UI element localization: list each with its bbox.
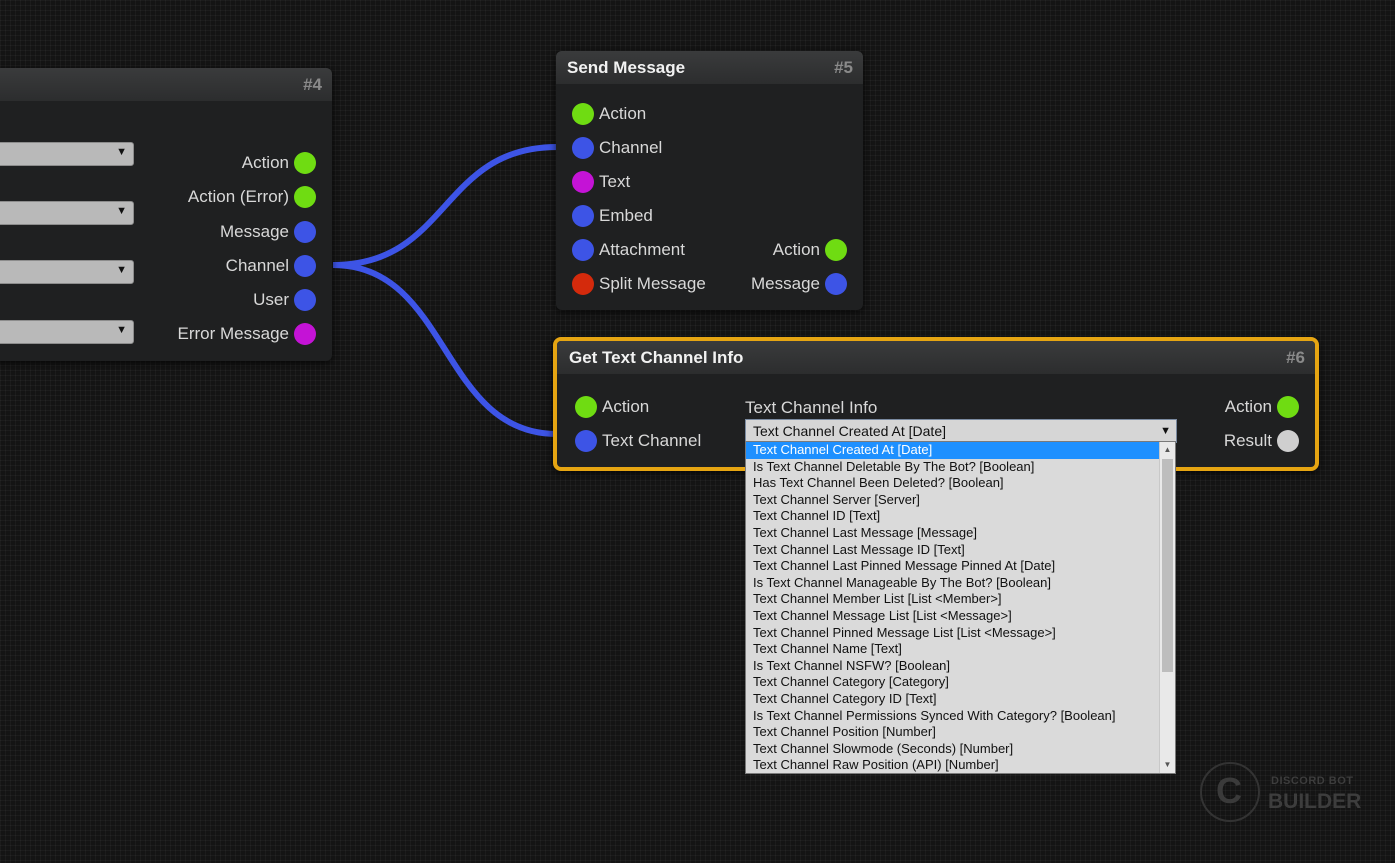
- node-4-output-user[interactable]: User: [146, 288, 316, 312]
- logo-circle: [1200, 762, 1260, 822]
- port-dot[interactable]: [825, 239, 847, 261]
- dropdown-option[interactable]: Text Channel Message List [List <Message…: [753, 607, 1012, 623]
- dropdown-option[interactable]: Text Channel ID [Text]: [753, 508, 881, 524]
- text-channel-info-dropdown[interactable]: Text Channel Created At [Date] Is Text C…: [745, 441, 1176, 774]
- node-5-number: #5: [834, 58, 853, 77]
- node-4-output-error-message[interactable]: Error Message: [146, 322, 316, 346]
- port-dot[interactable]: [1277, 396, 1299, 418]
- dropdown-option[interactable]: Is Text Channel Manageable By The Bot? […: [753, 574, 1051, 590]
- port-dot[interactable]: [572, 171, 594, 193]
- logo-text-line2: BUILDER: [1268, 790, 1362, 813]
- wire-channel-to-get-text-channel: [332, 262, 558, 437]
- node-4-number: #4: [303, 75, 322, 94]
- dropdown-option[interactable]: Text Channel Position [Number]: [753, 724, 936, 740]
- dropdown-scrollbar[interactable]: ▲ ▼: [1159, 442, 1175, 773]
- node-4-select-2[interactable]: ▼: [0, 201, 134, 225]
- dropdown-option[interactable]: Is Text Channel NSFW? [Boolean]: [753, 657, 951, 673]
- port-dot[interactable]: [294, 186, 316, 208]
- discord-bot-builder-logo: C DISCORD BOT BUILDER: [1200, 762, 1362, 824]
- port-dot[interactable]: [572, 273, 594, 295]
- wire-channel-to-send-message: [332, 144, 558, 268]
- node-5-input-action[interactable]: Action: [572, 102, 712, 126]
- node-send-message[interactable]: Send Message #5 Action Channel Text Embe…: [556, 51, 863, 310]
- port-dot[interactable]: [572, 205, 594, 227]
- port-dot[interactable]: [294, 289, 316, 311]
- chevron-down-icon: ▼: [1160, 425, 1171, 437]
- node-6-number: #6: [1286, 348, 1305, 367]
- port-dot[interactable]: [294, 221, 316, 243]
- node-4-output-message[interactable]: Message: [146, 220, 316, 244]
- port-dot[interactable]: [294, 323, 316, 345]
- port-dot[interactable]: [294, 152, 316, 174]
- dropdown-option[interactable]: Text Channel Category [Category]: [753, 674, 949, 690]
- port-dot[interactable]: [825, 273, 847, 295]
- node-5-input-text[interactable]: Text: [572, 170, 712, 194]
- node-4-output-action-error[interactable]: Action (Error): [146, 185, 316, 209]
- node-5-header[interactable]: Send Message #5: [556, 51, 863, 84]
- node-6-output-action[interactable]: Action: [1189, 395, 1299, 419]
- port-dot[interactable]: [572, 103, 594, 125]
- logo-text-line1: DISCORD BOT: [1271, 775, 1354, 787]
- node-5-title: Send Message: [567, 58, 686, 77]
- node-5-input-embed[interactable]: Embed: [572, 204, 712, 228]
- scroll-down-arrow-icon[interactable]: ▼: [1163, 760, 1172, 769]
- dropdown-option[interactable]: Text Channel Server [Server]: [753, 491, 920, 507]
- dropdown-option[interactable]: Text Channel Member List [List <Member>]: [753, 591, 1002, 607]
- node-4-output-channel[interactable]: Channel: [146, 254, 316, 278]
- text-channel-info-label: Text Channel Info: [745, 398, 878, 417]
- node-5-input-attachment[interactable]: Attachment: [572, 238, 712, 262]
- dropdown-option[interactable]: Is Text Channel Deletable By The Bot? [B…: [753, 458, 1035, 474]
- dropdown-option[interactable]: Has Text Channel Been Deleted? [Boolean]: [753, 475, 1004, 491]
- port-dot[interactable]: [575, 396, 597, 418]
- dropdown-option[interactable]: Text Channel Last Message [Message]: [753, 524, 978, 540]
- chevron-down-icon: ▼: [116, 205, 127, 217]
- node-4-output-action[interactable]: Action: [146, 151, 316, 175]
- node-6-input-text-channel[interactable]: Text Channel: [575, 429, 735, 453]
- dropdown-option[interactable]: Text Channel Raw Position (API) [Number]: [753, 757, 999, 773]
- port-dot[interactable]: [572, 239, 594, 261]
- node-4[interactable]: #4 ▼ ▼ ▼ ▼ Action Action (Error) Message…: [0, 68, 332, 361]
- node-6-header[interactable]: Get Text Channel Info #6: [557, 341, 1315, 374]
- node-6-input-action[interactable]: Action: [575, 395, 715, 419]
- dropdown-option[interactable]: Text Channel Name [Text]: [753, 641, 902, 657]
- scroll-up-arrow-icon[interactable]: ▲: [1163, 445, 1172, 454]
- node-4-select-4[interactable]: ▼: [0, 320, 134, 344]
- dropdown-option[interactable]: Text Channel Category ID [Text]: [753, 690, 937, 706]
- dropdown-option[interactable]: Text Channel Slowmode (Seconds) [Number]: [753, 740, 1014, 756]
- dropdown-option[interactable]: Text Channel Last Pinned Message Pinned …: [753, 558, 1056, 574]
- node-4-select-1[interactable]: ▼: [0, 142, 134, 166]
- node-4-header[interactable]: #4: [0, 68, 332, 101]
- dropdown-option[interactable]: Text Channel Last Message ID [Text]: [753, 541, 965, 557]
- dropdown-option[interactable]: Is Text Channel Permissions Synced With …: [753, 707, 1116, 723]
- dropdown-option-selected[interactable]: Text Channel Created At [Date]: [746, 442, 1159, 459]
- chevron-down-icon: ▼: [116, 264, 127, 276]
- node-4-select-3[interactable]: ▼: [0, 260, 134, 284]
- chevron-down-icon: ▼: [116, 146, 127, 158]
- port-dot[interactable]: [572, 137, 594, 159]
- node-6-title: Get Text Channel Info: [569, 348, 744, 367]
- node-5-output-action[interactable]: Action: [727, 238, 847, 262]
- port-dot[interactable]: [294, 255, 316, 277]
- port-dot[interactable]: [1277, 430, 1299, 452]
- chevron-down-icon: ▼: [116, 324, 127, 336]
- text-channel-info-select[interactable]: Text Channel Created At [Date] ▼: [745, 419, 1177, 443]
- dropdown-option[interactable]: Text Channel Pinned Message List [List <…: [753, 624, 1056, 640]
- port-dot[interactable]: [575, 430, 597, 452]
- wrench-icon: C: [1216, 770, 1242, 811]
- scrollbar-thumb[interactable]: [1162, 459, 1173, 672]
- node-5-input-channel[interactable]: Channel: [572, 136, 712, 160]
- node-5-output-message[interactable]: Message: [727, 272, 847, 296]
- text-channel-info-selected: Text Channel Created At [Date]: [753, 423, 946, 439]
- node-5-input-split-message[interactable]: Split Message: [572, 272, 722, 296]
- node-6-output-result[interactable]: Result: [1189, 429, 1299, 453]
